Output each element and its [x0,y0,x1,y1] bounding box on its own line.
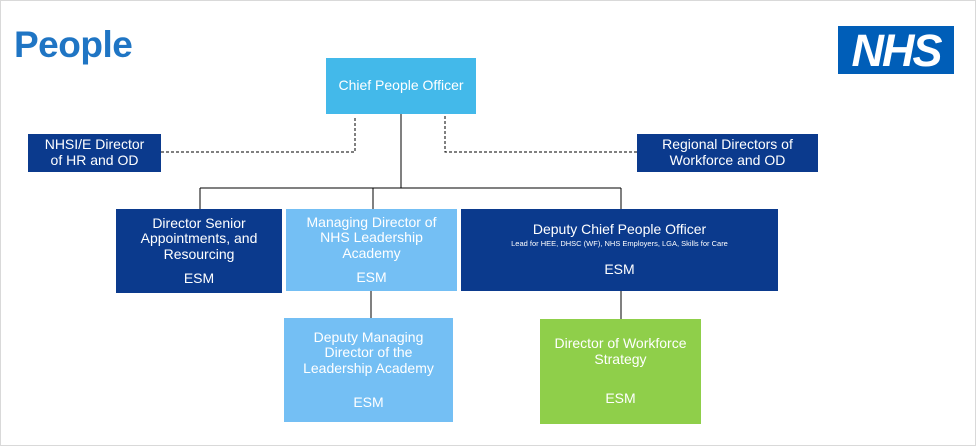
regional-dotted-line [444,116,637,153]
managing-director-leadership-title: Managing Director of NHS Leadership Acad… [306,213,437,261]
deputy-chief-people-officer-subtitle: Lead for HEE, DHSC (WF), NHS Employers, … [511,238,728,248]
regional-directors-title: Regional Directors of Workforce and OD [662,136,793,168]
deputy-chief-people-officer-title: Deputy Chief People Officer [532,221,707,238]
nhs-logo: NHS [838,26,954,74]
deputy-managing-director-box: Deputy Managing Director of the Leadersh… [284,318,453,422]
deputy-managing-director-grade: ESM [353,393,384,410]
chief-people-officer-title: Chief People Officer [338,77,464,94]
director-workforce-strategy-box: Director of Workforce Strategy ESM [540,319,701,424]
director-senior-appointments-title: Director Senior Appointments, and Resour… [140,214,258,262]
managing-director-leadership-grade: ESM [356,268,387,285]
managing-director-leadership-box: Managing Director of NHS Leadership Acad… [286,209,457,291]
chief-people-officer-box: Chief People Officer [326,58,476,114]
director-senior-appointments-box: Director Senior Appointments, and Resour… [116,209,282,293]
page-title: People [14,24,133,65]
director-senior-appointments-grade: ESM [183,269,215,286]
regional-directors-box: Regional Directors of Workforce and OD [637,134,818,172]
director-workforce-strategy-grade: ESM [605,390,636,407]
nhsi-director-title: NHSI/E Director of HR and OD [44,136,145,168]
director-workforce-strategy-title: Director of Workforce Strategy [554,334,687,367]
nhsi-director-box: NHSI/E Director of HR and OD [28,134,161,172]
deputy-managing-director-title: Deputy Managing Director of the Leadersh… [303,328,434,376]
nhsi-dotted-line [161,116,356,153]
deputy-chief-people-officer-box: Deputy Chief People Officer Lead for HEE… [461,209,778,291]
deputy-chief-people-officer-grade: ESM [604,261,635,278]
